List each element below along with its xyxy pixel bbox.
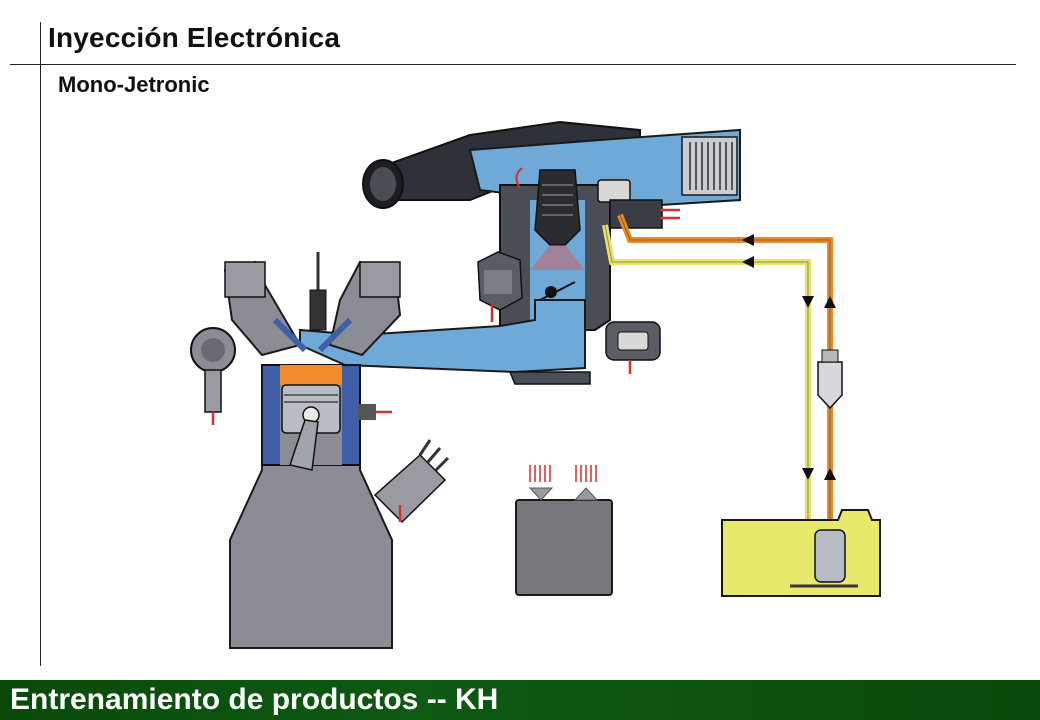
throttle-position-sensor — [605, 321, 661, 374]
footer-bar: Entrenamiento de productos -- KH — [0, 680, 1040, 720]
header-horizontal-rule — [10, 64, 1016, 65]
combustion-chamber — [280, 365, 342, 385]
injector — [534, 169, 581, 246]
throttle-actuator — [477, 251, 523, 322]
electronic-control-unit — [515, 465, 613, 596]
fuel-lines — [602, 213, 836, 560]
fuel-spray — [530, 245, 585, 270]
page-subtitle: Mono-Jetronic — [58, 72, 210, 97]
pressure-regulator — [609, 199, 663, 229]
fuel-filter — [817, 349, 843, 410]
spark-plug — [309, 289, 327, 331]
temperature-sensor — [358, 404, 376, 420]
fuel-tank — [721, 509, 881, 597]
ecu-input-arrow — [528, 487, 554, 501]
page-title: Inyección Electrónica — [48, 22, 341, 53]
intake-manifold — [299, 299, 591, 385]
footer-text: Entrenamiento de productos -- KH — [10, 683, 499, 716]
air-temperature-sensor — [597, 179, 631, 203]
ecu-output-arrow — [573, 487, 599, 501]
ignition-distributor — [373, 439, 450, 524]
exhaust-sensor — [190, 327, 236, 425]
fuel-pump — [814, 529, 846, 583]
fuel-feed-line — [617, 213, 833, 560]
mono-jetronic-diagram — [190, 120, 881, 649]
throttle-body — [499, 167, 680, 331]
header-vertical-rule — [40, 22, 41, 666]
fuel-return-line — [602, 224, 811, 545]
engine-block — [223, 252, 402, 649]
